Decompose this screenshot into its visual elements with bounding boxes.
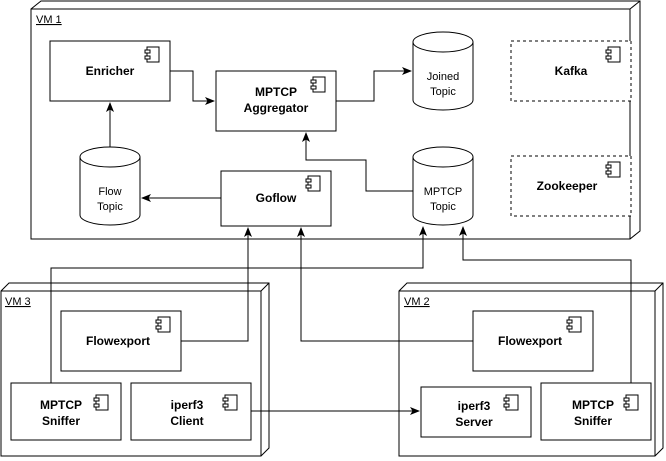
component-zookeeper[interactable]: Zookeeper (510, 155, 632, 217)
iperf-client-label-line2: Client (170, 414, 203, 428)
flowexport-vm3-label: Flowexport (86, 334, 150, 348)
iperf-client-label-line1: iperf3 (171, 398, 204, 412)
edge-enricher-to-aggregator (170, 70, 215, 105)
vm3-label: VM 3 (5, 296, 31, 308)
component-icon (503, 394, 519, 411)
component-icon (155, 316, 171, 333)
topic-mptcp[interactable]: MPTCP Topic (412, 146, 474, 226)
edge-flowexport-vm2-to-goflow (297, 227, 473, 342)
component-flowexport-vm2[interactable]: Flowexport (472, 310, 594, 372)
component-icon (144, 46, 160, 63)
kafka-label: Kafka (555, 64, 588, 78)
component-icon (305, 175, 321, 192)
component-mptcp-sniffer-vm2[interactable]: MPTCP Sniffer (540, 382, 652, 441)
component-icon (566, 316, 582, 333)
enricher-label: Enricher (86, 64, 135, 78)
edge-mptcp-topic-to-aggregator (302, 132, 413, 192)
vm1-label: VM 1 (36, 14, 62, 26)
mptcp-topic-label-line1: MPTCP (424, 186, 463, 198)
component-icon (605, 46, 621, 63)
component-icon (310, 76, 326, 93)
edge-sniffer-vm2-to-mptcp-topic (459, 226, 632, 383)
component-iperf3-client[interactable]: iperf3 Client (130, 382, 252, 441)
component-mptcp-sniffer-vm3[interactable]: MPTCP Sniffer (10, 382, 122, 441)
component-icon (605, 161, 621, 178)
zookeeper-label: Zookeeper (537, 179, 598, 193)
joined-topic-label-line2: Topic (430, 86, 456, 98)
edge-flowexport-vm3-to-goflow (181, 227, 252, 342)
component-flowexport-vm3[interactable]: Flowexport (60, 310, 182, 372)
edge-sniffer-vm3-to-mptcp-topic (50, 226, 427, 383)
flow-topic-label-line1: Flow (98, 186, 121, 198)
component-icon (93, 394, 109, 411)
component-kafka[interactable]: Kafka (510, 40, 632, 102)
flow-topic-label-line2: Topic (97, 201, 123, 213)
aggregator-label-line2: Aggregator (244, 101, 309, 115)
component-icon (222, 394, 238, 411)
goflow-label: Goflow (256, 191, 297, 205)
sniffer-vm2-label-line2: Sniffer (574, 414, 612, 428)
mptcp-topic-label-line2: Topic (430, 201, 456, 213)
component-iperf3-server[interactable]: iperf3 Server (420, 386, 532, 438)
topic-joined[interactable]: Joined Topic (412, 31, 474, 111)
edge-aggregator-to-joined-topic (336, 67, 412, 102)
iperf-server-label-line1: iperf3 (458, 399, 491, 413)
aggregator-label-line1: MPTCP (255, 85, 297, 99)
sniffer-vm2-label-line1: MPTCP (572, 398, 614, 412)
component-icon (623, 394, 639, 411)
component-enricher[interactable]: Enricher (49, 40, 171, 102)
component-goflow[interactable]: Goflow (220, 170, 332, 227)
sniffer-vm3-label-line1: MPTCP (40, 398, 82, 412)
flowexport-vm2-label: Flowexport (498, 334, 562, 348)
sniffer-vm3-label-line2: Sniffer (42, 414, 80, 428)
topic-flow[interactable]: Flow Topic (79, 146, 141, 226)
joined-topic-label-line1: Joined (427, 71, 459, 83)
vm2-label: VM 2 (404, 296, 430, 308)
iperf-server-label-line2: Server (455, 415, 493, 429)
component-mptcp-aggregator[interactable]: MPTCP Aggregator (215, 70, 337, 132)
